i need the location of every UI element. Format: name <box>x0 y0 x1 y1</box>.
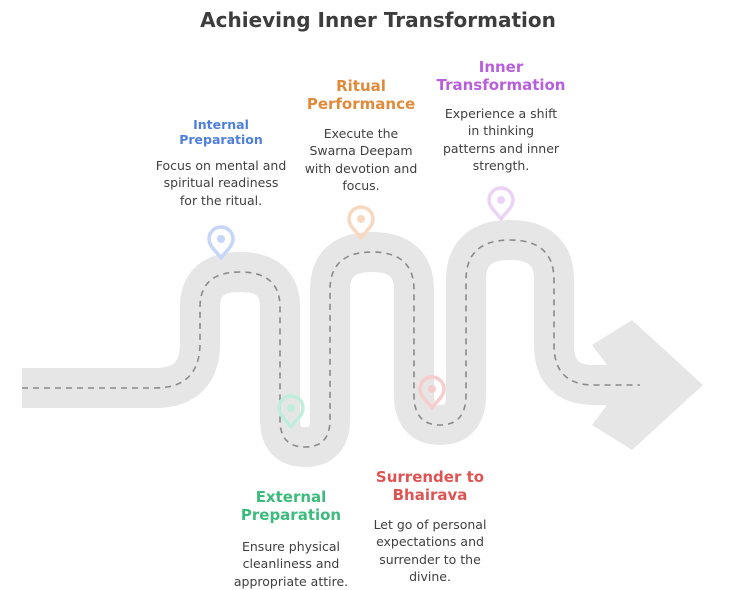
description-line: with devotion and <box>304 160 418 176</box>
step-inner-description: Experience a shift in thinking patterns … <box>423 105 579 174</box>
step-internal-heading: Internal Preparation <box>146 117 296 148</box>
step-external-description: Ensure physical cleanliness and appropri… <box>211 538 371 590</box>
pin-ritual-icon <box>347 205 375 240</box>
step-internal-description: Focus on mental and spiritual readiness … <box>138 157 304 209</box>
heading-line: Preparation <box>179 132 263 148</box>
description-line: for the ritual. <box>179 192 263 208</box>
step-surrender-description: Let go of personal expectations and surr… <box>350 516 510 585</box>
pin-surrender-icon <box>418 375 446 410</box>
heading-line: Preparation <box>240 506 342 525</box>
heading-line: Inner <box>478 58 524 76</box>
road-arrowhead <box>592 320 703 450</box>
step-external-heading: External Preparation <box>211 488 371 525</box>
step-surrender-heading: Surrender to Bhairava <box>350 468 510 505</box>
heading-line: Bhairava <box>392 486 468 505</box>
description-line: Swarna Deepam <box>309 143 413 159</box>
description-line: appropriate attire. <box>233 573 349 589</box>
description-line: patterns and inner <box>442 140 560 156</box>
description-line: Experience a shift <box>444 106 558 121</box>
road <box>22 220 640 467</box>
description-line: Ensure physical <box>241 539 341 554</box>
description-line: strength. <box>472 157 530 173</box>
description-line: spiritual readiness <box>163 175 279 191</box>
description-line: divine. <box>409 568 451 584</box>
description-line: focus. <box>342 177 380 193</box>
heading-line: Surrender to <box>375 468 485 486</box>
heading-line: Transformation <box>436 76 566 95</box>
step-inner-heading: Inner Transformation <box>423 58 579 95</box>
heading-line: Performance <box>306 95 416 114</box>
page-title: Achieving Inner Transformation <box>200 8 556 32</box>
description-line: surrender to the <box>379 551 481 567</box>
description-line: Execute the <box>323 126 399 141</box>
heading-line: Ritual <box>336 77 386 95</box>
heading-line: External <box>255 488 327 506</box>
description-line: cleanliness and <box>242 556 340 572</box>
pin-inner-icon <box>487 186 515 221</box>
description-line: Focus on mental and <box>155 158 287 173</box>
step-ritual-heading: Ritual Performance <box>286 77 436 114</box>
description-line: expectations and <box>376 534 484 550</box>
pin-external-icon <box>277 394 305 429</box>
road-center-dash <box>22 239 640 448</box>
description-line: in thinking <box>467 123 535 139</box>
description-line: Let go of personal <box>373 517 487 532</box>
heading-line: Internal <box>193 117 249 132</box>
pin-internal-icon <box>207 225 235 260</box>
step-ritual-description: Execute the Swarna Deepam with devotion … <box>286 125 436 194</box>
